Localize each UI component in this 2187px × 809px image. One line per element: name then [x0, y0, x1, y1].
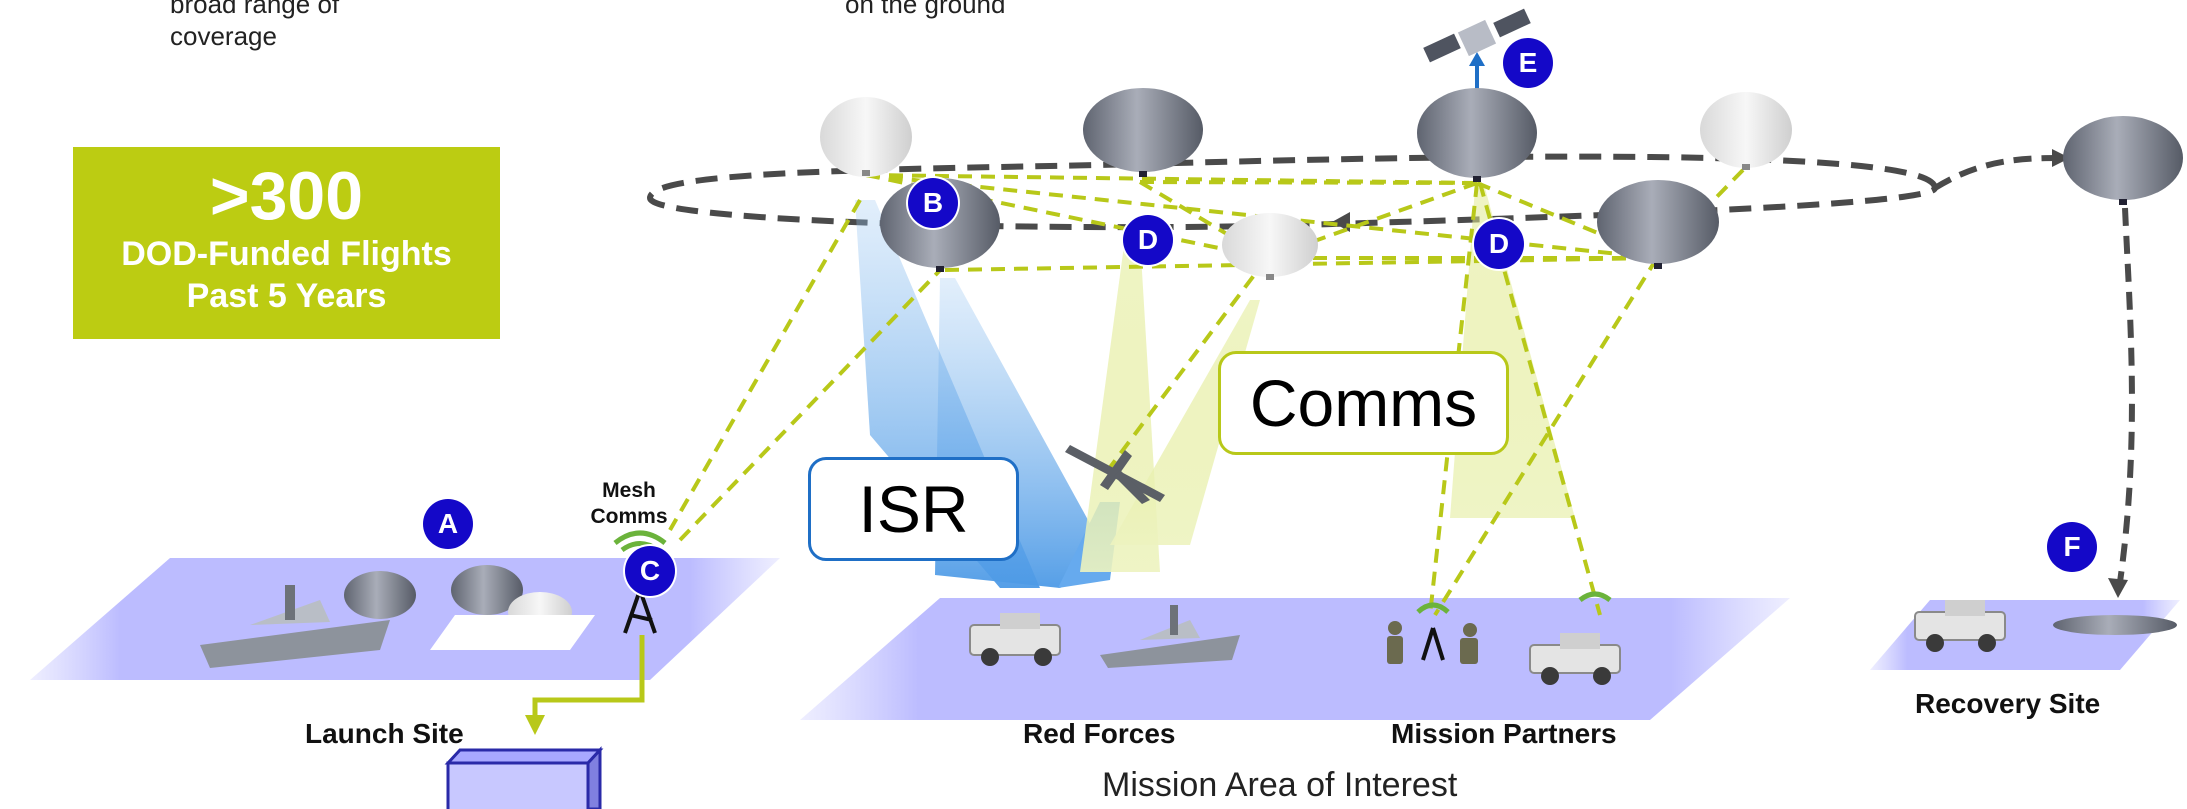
ground-link-arrow — [525, 715, 545, 735]
red-forces-label: Red Forces — [1023, 718, 1176, 749]
mission-partners-label: Mission Partners — [1391, 718, 1617, 749]
drone-icon — [1065, 445, 1165, 504]
flight-count-number: >300 — [209, 158, 364, 234]
badge-b: B — [908, 178, 958, 228]
orbit-arrow-head — [1332, 212, 1350, 232]
flight-count-line2: Past 5 Years — [186, 277, 387, 315]
coverage-note: broad range of coverage — [170, 0, 339, 52]
descent-arrow-head — [2108, 578, 2128, 598]
recovery-site-label: Recovery Site — [1915, 688, 2101, 719]
soldiers-icon — [1387, 621, 1478, 664]
to-recovery-arrow-head — [2052, 149, 2070, 167]
ship-icon-launch — [200, 585, 390, 668]
badge-d-right: D — [1474, 219, 1524, 269]
coverage-note-line2: coverage — [170, 21, 277, 51]
coverage-note-line1: broad range of — [170, 0, 340, 19]
ground-station-box — [444, 746, 604, 809]
launch-site-label: Launch Site — [305, 718, 464, 749]
badge-f: F — [2047, 522, 2097, 572]
truck-icon-red-forces — [969, 613, 1061, 666]
isr-callout: ISR — [808, 457, 1019, 561]
mission-area-pad — [800, 598, 1790, 720]
signal-arcs-partners — [1416, 591, 1612, 614]
truck-icon-partners — [1529, 633, 1621, 685]
truck-icon-recovery — [1914, 600, 2006, 652]
ship-icon-red-forces — [1100, 605, 1240, 668]
badge-c: C — [625, 546, 675, 596]
mesh-label-line2: Comms — [590, 505, 668, 528]
radio-tower-partners — [1421, 627, 1445, 661]
comms-callout: Comms — [1218, 351, 1509, 455]
badge-d-left: D — [1123, 215, 1173, 265]
flight-count-line1: DOD-Funded Flights — [121, 235, 452, 273]
satellite-icon — [1423, 8, 1531, 95]
descent-arrow — [2117, 207, 2135, 583]
deflated-balloon-icon — [2053, 615, 2177, 635]
comms-tower-icon — [623, 589, 657, 634]
to-recovery-arrow — [1933, 155, 2061, 191]
ground-note: on the ground — [845, 0, 1006, 19]
mesh-comms-label: Mesh Comms — [584, 478, 674, 530]
badge-a: A — [423, 499, 473, 549]
balloon-icons — [820, 88, 2183, 280]
flight-count-panel: >300 DOD-Funded Flights Past 5 Years — [73, 147, 500, 339]
launch-balloons — [344, 565, 595, 650]
mesh-label-line1: Mesh — [602, 479, 656, 502]
ground-link — [532, 635, 645, 720]
mission-area-title: Mission Area of Interest — [1102, 766, 1458, 804]
badge-e: E — [1503, 38, 1553, 88]
